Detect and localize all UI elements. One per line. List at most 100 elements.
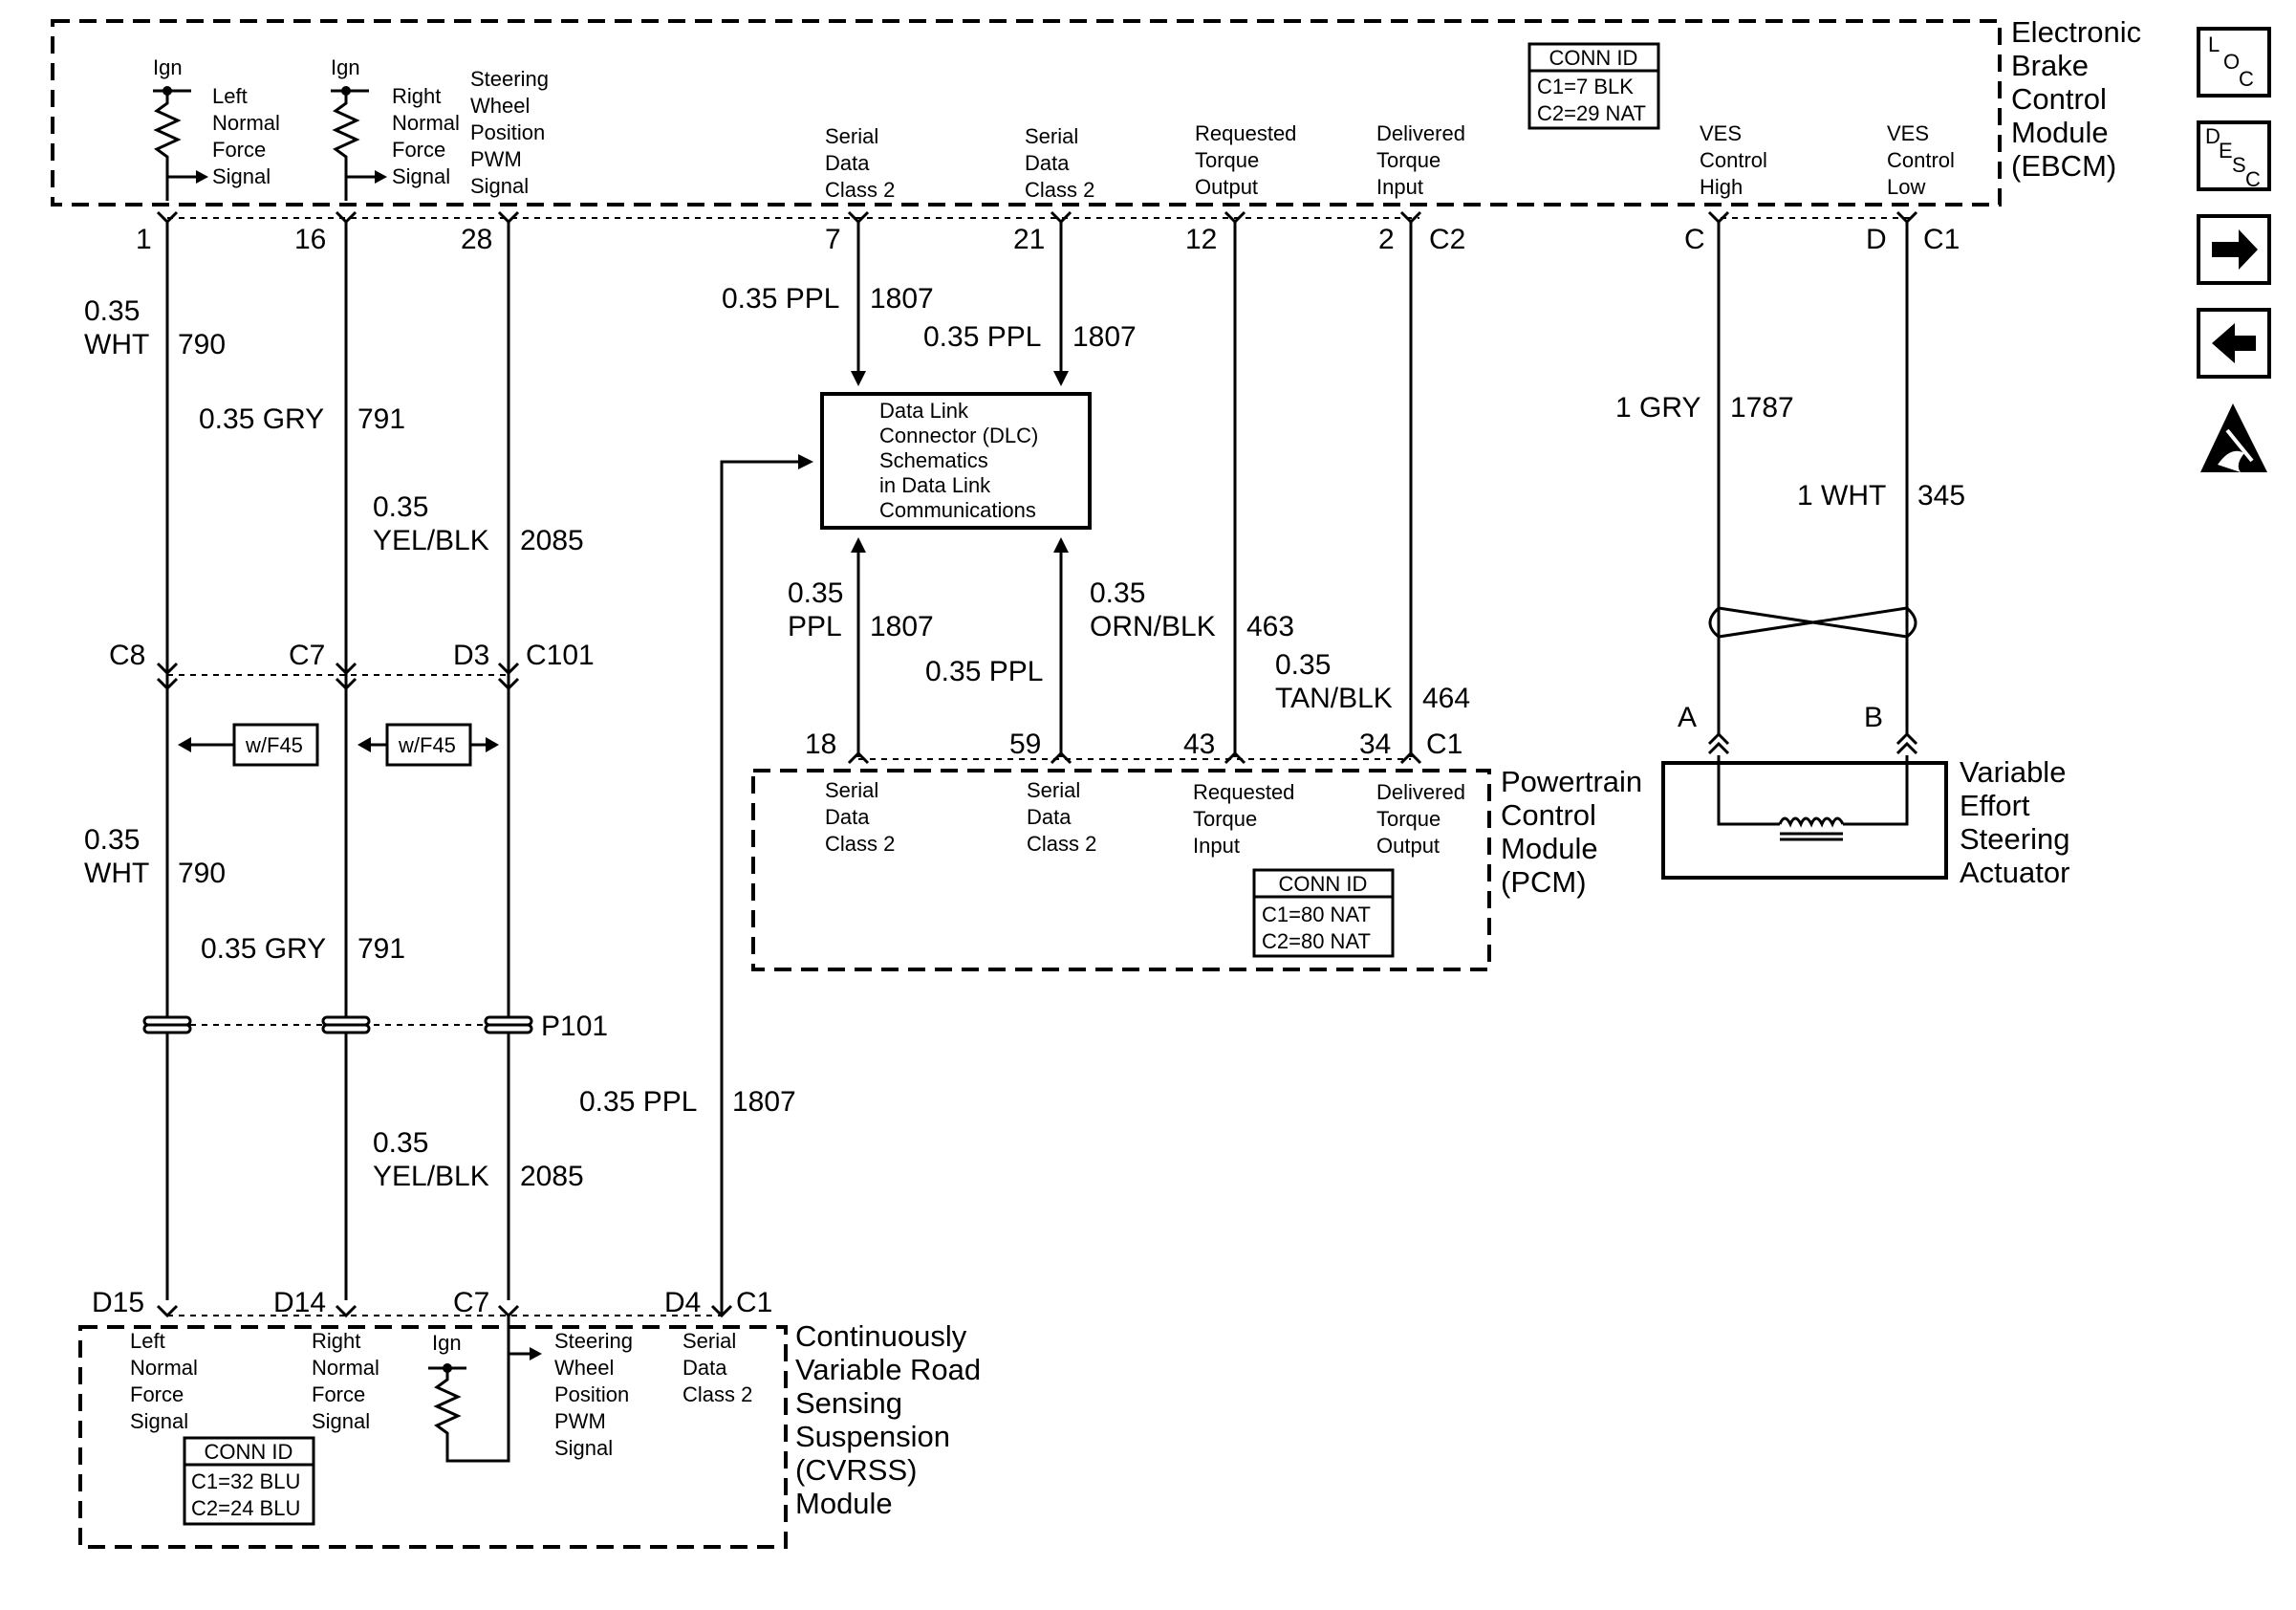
svg-text:1807: 1807 [870, 283, 934, 315]
svg-text:WHT: WHT [84, 329, 149, 360]
pcm-name: Powertrain Control Module (PCM) [1501, 765, 1651, 899]
svg-text:C1: C1 [1923, 224, 1960, 255]
svg-text:2085: 2085 [520, 525, 584, 556]
svg-text:L: L [2208, 33, 2220, 56]
wire-1807-ebcm-a: 0.35 PPL 1807 [722, 222, 934, 386]
ebcm-pins: 1 16 28 7 21 12 2 C2 C D C1 [136, 224, 1960, 255]
svg-text:Serial Data Class: Serial Data Class 2 [825, 778, 895, 856]
svg-text:0.35 PPL: 0.35 PPL [722, 283, 839, 315]
svg-text:0.35 GRY: 0.35 GRY [199, 403, 324, 435]
wire-790-top: 0.35 WHT 790 [84, 295, 226, 360]
loc-icon[interactable]: L O C [2197, 27, 2271, 98]
svg-text:464: 464 [1422, 683, 1470, 714]
ebcm-right-pullup-resistor [331, 86, 387, 201]
svg-text:D3: D3 [453, 640, 489, 671]
wire-2085-top: 0.35 YEL/BLK 2085 [373, 491, 584, 556]
pcm-pins: 18 59 43 34 C1 [805, 729, 1462, 765]
svg-text:C101: C101 [526, 640, 595, 671]
svg-text:1807: 1807 [732, 1086, 796, 1118]
svg-text:1: 1 [136, 224, 152, 255]
svg-text:43: 43 [1183, 729, 1215, 760]
svg-text:D14: D14 [273, 1287, 326, 1318]
svg-text:345: 345 [1917, 480, 1965, 511]
svg-text:18: 18 [805, 729, 836, 760]
svg-text:0.35 PPL: 0.35 PPL [925, 656, 1043, 687]
actuator-module: Variable Effort Steering Actuator [1661, 755, 2078, 889]
svg-text:2085: 2085 [520, 1161, 584, 1192]
svg-text:7: 7 [825, 224, 841, 255]
svg-text:16: 16 [294, 224, 326, 255]
ebcm-serial-a-label: Serial Data Class 2 [825, 124, 895, 202]
svg-text:B: B [1864, 702, 1883, 733]
svg-text:790: 790 [178, 858, 226, 889]
ebcm-conn-id: CONN ID C1=7 BLK C2=29 NAT [1527, 42, 1660, 130]
wire-1807-cvrss: 0.35 PPL 1807 [579, 454, 813, 1316]
svg-text:Serial Data Class: Serial Data Class 2 [1027, 778, 1096, 856]
svg-text:2: 2 [1378, 224, 1395, 255]
wire-464: 0.35 TAN/BLK 464 [1275, 222, 1470, 757]
p101-connector: P101 [142, 1011, 608, 1042]
ebcm-right-normal-force-label: Right Normal Force Signal [392, 84, 466, 188]
ebcm-steering-pwm-label: Steering Wheel Position PWM Signal [470, 67, 554, 198]
wire-791-bottom: 0.35 GRY 791 [201, 933, 405, 965]
svg-text:C7: C7 [289, 640, 325, 671]
wire-345: 1 WHT 345 [1797, 222, 1965, 736]
svg-text:0.35: 0.35 [373, 491, 428, 523]
svg-text:CONN ID: CONN ID [205, 1440, 293, 1464]
svg-text:C7: C7 [453, 1287, 489, 1318]
ebcm-requested-torque-label: Requested Torque Output [1195, 121, 1303, 199]
svg-text:1 GRY: 1 GRY [1615, 392, 1701, 424]
svg-text:C8: C8 [109, 640, 145, 671]
pcm-conn-id: CONN ID C1=80 NAT C2=80 NAT [1252, 868, 1395, 958]
ebcm-name: Electronic Brake Control Module (EBCM) [2011, 15, 2150, 183]
svg-text:0.35 GRY: 0.35 GRY [201, 933, 326, 965]
svg-text:A: A [1678, 702, 1697, 733]
svg-text:w/F45: w/F45 [398, 733, 456, 757]
actuator-name: Variable Effort Steering Actuator [1960, 755, 2078, 889]
arrow-left-icon[interactable] [2197, 308, 2271, 379]
svg-text:CONN ID: CONN ID [1279, 872, 1368, 896]
svg-text:C: C [2245, 167, 2261, 191]
svg-text:D15: D15 [92, 1287, 144, 1318]
svg-text:YEL/BLK: YEL/BLK [373, 525, 489, 556]
left-harness-wires [165, 222, 510, 1300]
wire-1807-pcm-b: 0.35 PPL [925, 537, 1069, 757]
svg-text:Ign: Ign [432, 1331, 462, 1355]
svg-text:C2=29 NAT: C2=29 NAT [1537, 101, 1646, 125]
svg-text:0.35 PPL: 0.35 PPL [923, 321, 1041, 353]
cvrss-conn-id: CONN ID C1=32 BLU C2=24 BLU [183, 1436, 315, 1526]
esd-warning-icon [2200, 403, 2267, 472]
svg-text:TAN/BLK: TAN/BLK [1275, 683, 1393, 714]
wire-1807-ebcm-b: 0.35 PPL 1807 [923, 222, 1137, 386]
cvrss-module: Continuously Variable Road Sensing Suspe… [78, 1316, 989, 1549]
svg-text:12: 12 [1185, 224, 1217, 255]
cvrss-name: Continuously Variable Road Sensing Suspe… [795, 1319, 989, 1520]
svg-text:Data Link Connector (DLC: Data Link Connector (DLC) Schematics in … [879, 399, 1044, 522]
svg-text:21: 21 [1013, 224, 1045, 255]
dlc-box: Data Link Connector (DLC) Schematics in … [820, 392, 1092, 530]
svg-text:ORN/BLK: ORN/BLK [1090, 611, 1216, 642]
ebcm-delivered-torque-label: Delivered Torque Input [1376, 121, 1471, 199]
svg-text:D4: D4 [664, 1287, 701, 1318]
cvrss-pullup-resistor [428, 1316, 542, 1463]
ebcm-left-normal-force-label: Left Normal Force Signal [212, 84, 286, 188]
svg-text:0.35: 0.35 [84, 824, 140, 856]
svg-text:463: 463 [1246, 611, 1294, 642]
svg-text:0.35: 0.35 [1090, 577, 1145, 609]
svg-text:E: E [2219, 139, 2233, 163]
svg-text:59: 59 [1009, 729, 1041, 760]
option-tag-right: w/F45 [357, 723, 499, 767]
svg-text:28: 28 [461, 224, 492, 255]
cvrss-pins: D15 D14 C7 D4 C1 [92, 1287, 772, 1318]
twisted-pair-symbol [1708, 606, 1917, 639]
wire-463: 0.35 ORN/BLK 463 [1090, 222, 1294, 757]
svg-text:0.35: 0.35 [1275, 649, 1331, 681]
svg-text:C2=80 NAT: C2=80 NAT [1262, 929, 1371, 953]
svg-text:D: D [1866, 224, 1887, 255]
svg-text:O: O [2223, 50, 2240, 74]
desc-icon[interactable]: D E S C [2197, 120, 2271, 191]
svg-text:C2: C2 [1429, 224, 1465, 255]
ebcm-ves-low-label: VES Control Low [1887, 121, 1960, 199]
arrow-right-icon[interactable] [2197, 214, 2271, 285]
